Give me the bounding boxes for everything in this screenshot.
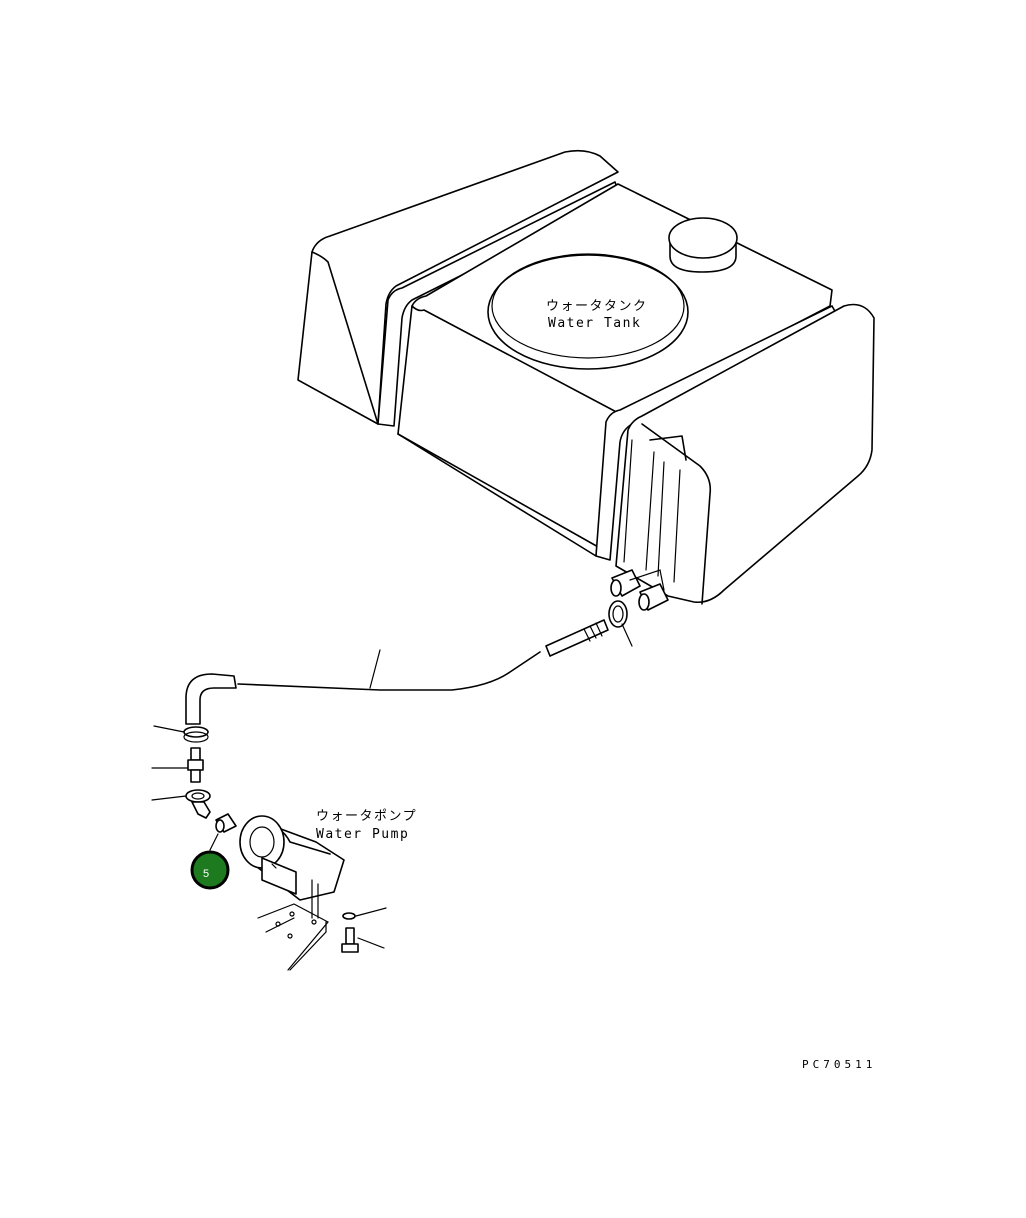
callout-badge-circle: [190, 850, 230, 890]
callout-number: 5: [203, 868, 209, 880]
figure-code: PC70511: [802, 1058, 876, 1071]
pump-label-jp: ウォータポンプ: [316, 809, 417, 824]
tank-label-jp: ウォータタンク: [546, 299, 648, 314]
washer: [342, 907, 387, 920]
water-pump: [239, 815, 345, 919]
hose-clamp-tank: [608, 600, 633, 647]
bolt: [341, 927, 385, 953]
callout-badge-5[interactable]: 5: [190, 850, 230, 890]
nipple-fitting: [151, 747, 204, 783]
pump-label-en: Water Pump: [316, 827, 409, 842]
hose-clamp-left: [153, 725, 209, 743]
water-tank: [297, 149, 875, 611]
connector-fitting: [209, 813, 237, 851]
pump-bracket: [257, 903, 329, 971]
tank-outlet-fittings: [610, 569, 669, 611]
water-hose: [185, 619, 609, 725]
elbow-fitting: [151, 789, 211, 819]
tank-label-en: Water Tank: [548, 316, 641, 331]
